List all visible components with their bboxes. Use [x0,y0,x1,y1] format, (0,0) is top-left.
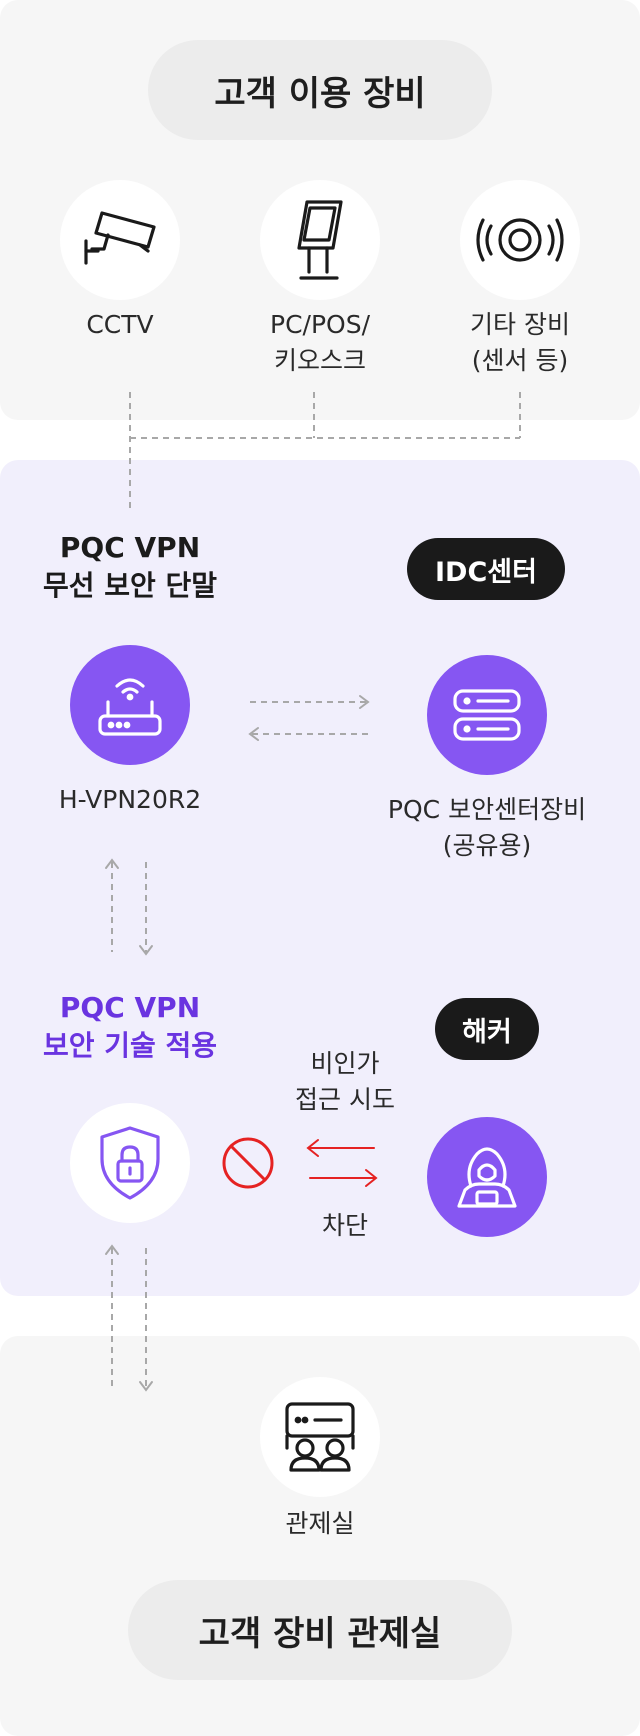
kiosk-icon [297,200,343,280]
wifi-router-icon [98,678,162,736]
cctv-device-circle [60,180,180,300]
block-label: 차단 [321,1211,368,1240]
control-room-icon [285,1402,355,1472]
unauthorized-access-label: 비인가 접근 시도 [295,1049,395,1114]
sensor-device-circle [460,180,580,300]
customer-devices-title: 고객 이용 장비 [148,40,492,140]
sensor-icon [476,218,564,262]
sensor-label: 기타 장비 (센서 등) [470,310,570,375]
vpn-router-circle [70,645,190,765]
server-label: PQC 보안센터장비 (공유용) [387,795,587,860]
security-server-circle [427,655,547,775]
vpn-shield-circle [70,1103,190,1223]
hacker-circle [427,1117,547,1237]
kiosk-device-circle [260,180,380,300]
idc-center-badge: IDC센터 [407,538,565,600]
router-model-label: H-VPN20R2 [58,785,202,814]
cctv-label: CCTV [86,310,154,339]
control-room-circle [260,1377,380,1497]
control-room-label: 관제실 [285,1509,355,1538]
cctv-camera-icon [84,211,156,265]
pqc-tech-heading: PQC VPN 보안 기술 적용 [42,991,218,1062]
hacker-icon [457,1147,517,1208]
control-room-title: 고객 장비 관제실 [128,1580,512,1680]
hacker-badge: 해커 [435,998,539,1060]
server-icon [453,689,521,741]
shield-lock-icon [100,1126,160,1200]
kiosk-label: PC/POS/ 키오스크 [270,310,370,375]
terminal-heading: PQC VPN 무선 보안 단말 [42,531,218,602]
